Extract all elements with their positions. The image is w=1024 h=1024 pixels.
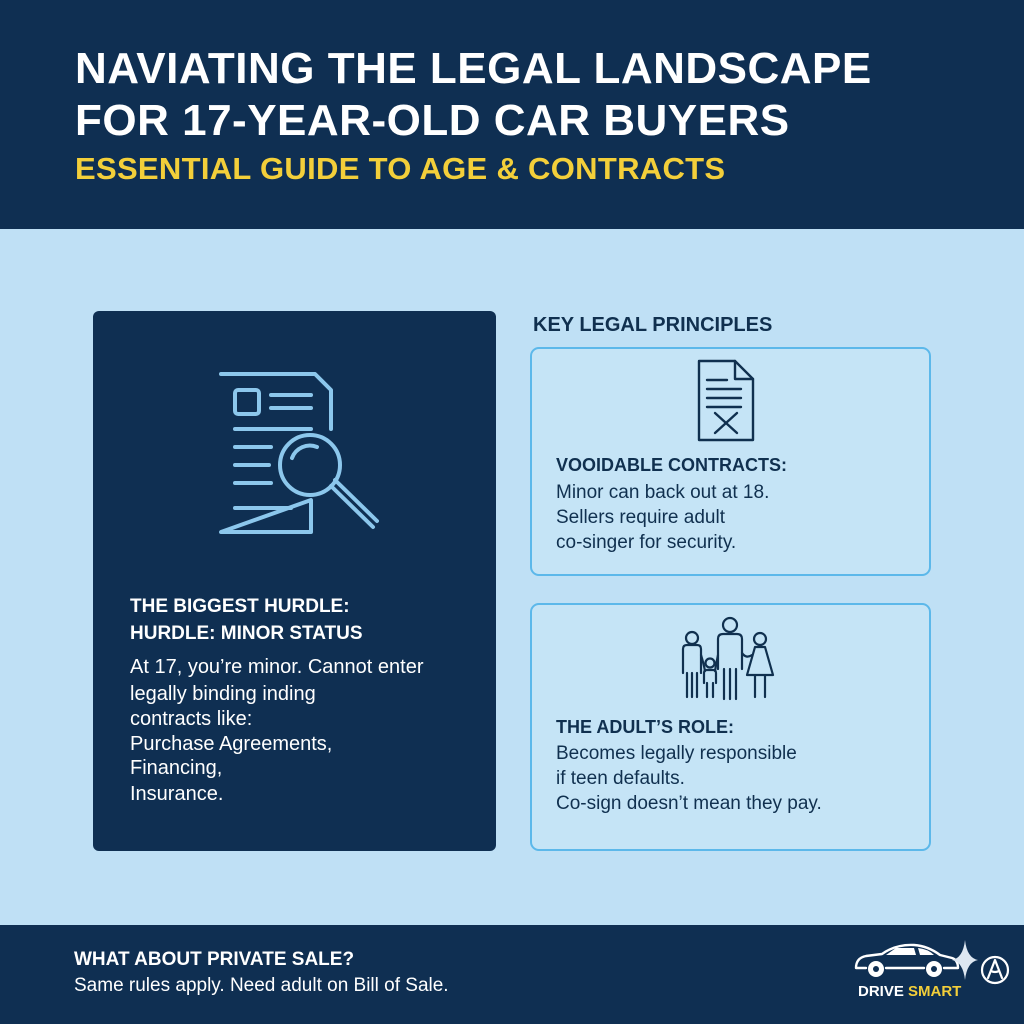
hurdle-heading-line-1: THE BIGGEST HURDLE: — [130, 596, 350, 617]
voidable-contracts-body-line: Sellers require adult — [556, 507, 725, 528]
hurdle-body-line: Insurance. — [130, 783, 224, 805]
adult-role-heading: THE ADULT’S ROLE: — [556, 717, 734, 737]
hurdle-body-line: At 17, you’re minor. Cannot enter — [130, 656, 424, 678]
hurdle-card — [93, 311, 496, 851]
brand-text-smart: SMART — [908, 983, 962, 1000]
document-x-icon — [697, 359, 755, 442]
car-icon — [854, 943, 960, 977]
principles-title: KEY LEGAL PRINCIPLES — [533, 314, 773, 336]
footer-heading: WHAT ABOUT PRIVATE SALE? — [74, 949, 355, 970]
footer-body: Same rules apply. Need adult on Bill of … — [74, 975, 449, 996]
hurdle-body-line: legally binding inding — [130, 683, 316, 705]
emblem-icon — [980, 955, 1010, 985]
header-banner — [0, 0, 1024, 229]
sparkle-icon — [952, 940, 978, 980]
brand-logo-text: DRIVE SMART — [858, 983, 961, 1000]
hurdle-body-line: contracts like: — [130, 708, 253, 730]
brand-text-drive: DRIVE — [858, 983, 904, 1000]
voidable-contracts-heading: VOOIDABLE CONTRACTS: — [556, 455, 787, 475]
page-title-line-2: FOR 17-YEAR-OLD CAR BUYERS — [75, 96, 790, 145]
adult-role-body-line: Becomes legally responsible — [556, 743, 797, 764]
adult-role-body-line: Co-sign doesn’t mean they pay. — [556, 793, 822, 814]
footer-banner — [0, 925, 1024, 1024]
hurdle-body-line: Purchase Agreements, — [130, 733, 333, 755]
adult-role-body-line: if teen defaults. — [556, 768, 685, 789]
voidable-contracts-body-line: co-singer for security. — [556, 532, 737, 553]
voidable-contracts-card — [530, 347, 931, 576]
page-title-line-1: NAVIATING THE LEGAL LANDSCAPE — [75, 44, 872, 93]
voidable-contracts-body-line: Minor can back out at 18. — [556, 482, 770, 503]
adult-role-card — [530, 603, 931, 851]
hurdle-body-line: Financing, — [130, 757, 223, 779]
page-subtitle: ESSENTIAL GUIDE TO AGE & CONTRACTS — [75, 151, 726, 186]
family-icon — [681, 616, 775, 701]
hurdle-heading-line-2: HURDLE: MINOR STATUS — [130, 623, 363, 644]
document-search-icon — [219, 372, 379, 534]
